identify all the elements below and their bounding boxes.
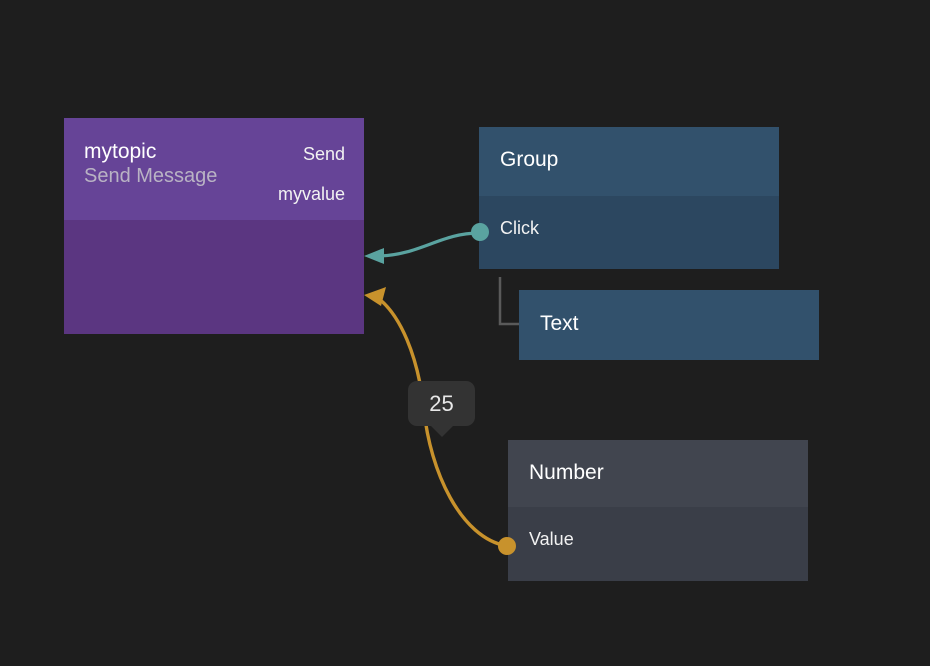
node-group[interactable]: Group Click: [479, 127, 779, 269]
value-badge-tail: [430, 426, 453, 437]
port-label-click[interactable]: Click: [500, 218, 539, 238]
wire-click-to-send[interactable]: [377, 231, 481, 258]
value-badge-text: 25: [429, 390, 454, 416]
port-label-myvalue[interactable]: myvalue: [277, 184, 345, 204]
node-mytopic-subtitle: Send Message: [84, 164, 218, 187]
value-badge-myvalue[interactable]: 25: [408, 381, 475, 437]
node-mytopic-title: mytopic: [84, 140, 157, 163]
node-group-body: Click: [479, 196, 779, 269]
node-group-header[interactable]: Group: [479, 127, 779, 196]
node-text[interactable]: Text: [519, 290, 819, 360]
wire-arrowhead-send: [364, 248, 384, 264]
node-number-title: Number: [529, 461, 604, 484]
node-group-title: Group: [500, 148, 559, 171]
port-label-value[interactable]: Value: [529, 529, 574, 549]
node-number[interactable]: Number Value: [508, 440, 808, 581]
node-mytopic[interactable]: mytopic Send Message Send myvalue: [64, 118, 364, 334]
tree-connector-group-text: [498, 277, 519, 326]
node-mytopic-header[interactable]: mytopic Send Message: [64, 118, 364, 220]
node-mytopic-body: Send myvalue: [64, 144, 364, 334]
port-label-send[interactable]: Send: [302, 144, 345, 164]
wire-arrowhead-myvalue: [364, 287, 386, 306]
node-text-title: Text: [540, 312, 579, 335]
node-number-header[interactable]: Number: [508, 440, 808, 507]
node-number-body: Value: [508, 507, 808, 581]
